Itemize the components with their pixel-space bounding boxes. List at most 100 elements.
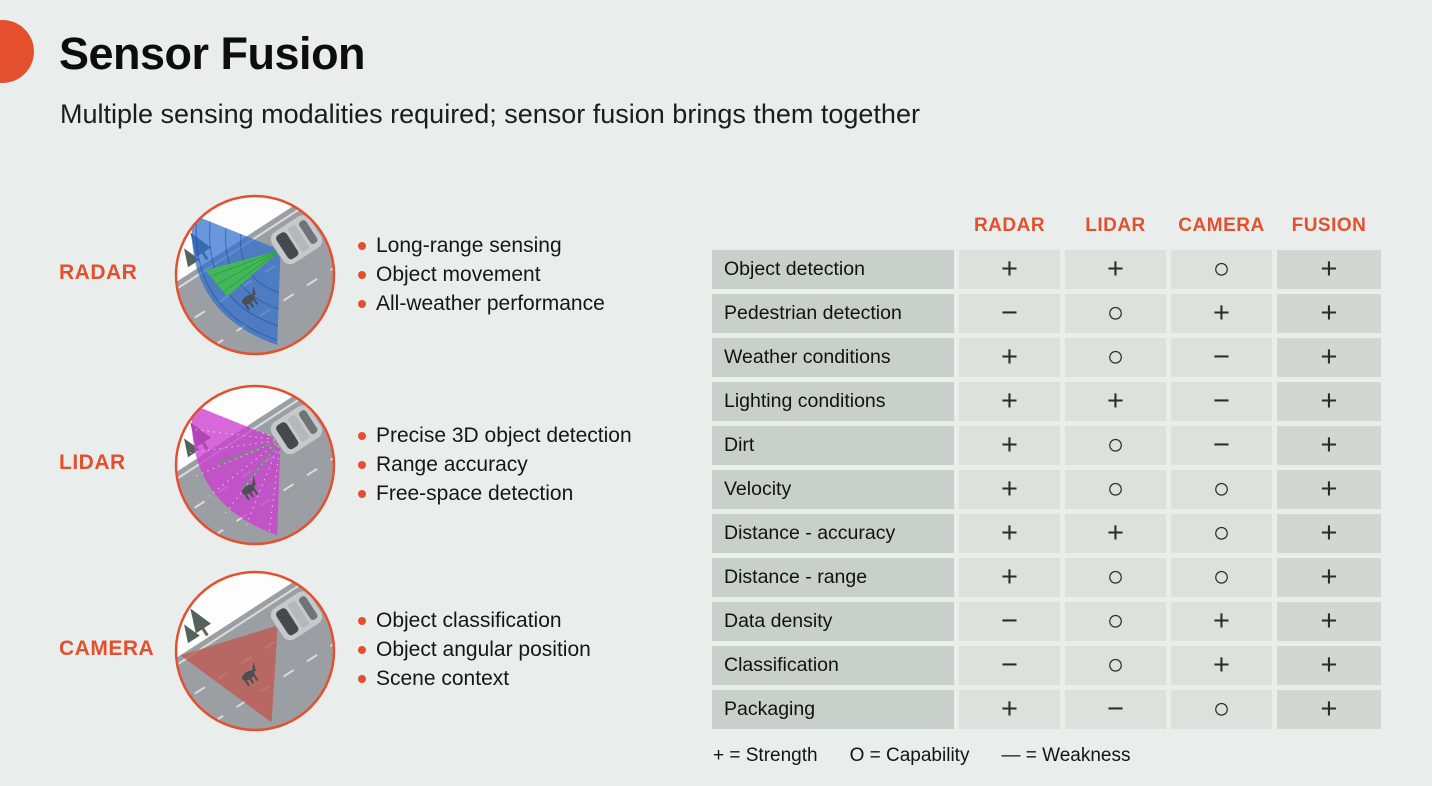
table-cell: +: [1277, 690, 1381, 729]
row-label: Weather conditions: [712, 338, 954, 377]
camera-bullet-list: Object classification Object angular pos…: [358, 606, 591, 693]
column-header-radar: RADAR: [973, 215, 1046, 236]
comparison-table: RADAR LIDAR CAMERA FUSION Object detecti…: [712, 213, 1381, 729]
list-item: All-weather performance: [358, 289, 605, 318]
column-header-fusion: FUSION: [1291, 215, 1367, 236]
bullet-dot-icon: [358, 675, 366, 683]
deer-icon: [242, 661, 259, 687]
table-cell: +: [959, 558, 1060, 597]
table-cell: ○: [1065, 470, 1166, 509]
list-item: Long-range sensing: [358, 231, 605, 260]
bullet-dot-icon: [358, 617, 366, 625]
table-cell: −: [1171, 382, 1272, 421]
bullet-dot-icon: [358, 490, 366, 498]
table-cell: +: [959, 338, 1060, 377]
table-cell: ○: [1065, 294, 1166, 333]
table-cell: +: [959, 690, 1060, 729]
bullet-dot-icon: [358, 432, 366, 440]
legend-item-weakness: — = Weakness: [1001, 745, 1131, 766]
table-cell: −: [1171, 338, 1272, 377]
table-cell: +: [1277, 426, 1381, 465]
table-cell: ○: [1065, 338, 1166, 377]
radar-scene-illustration: [172, 192, 338, 358]
table-cell: −: [1065, 690, 1166, 729]
table-cell: −: [1171, 426, 1272, 465]
bullet-text: Free-space detection: [376, 482, 574, 505]
list-item: Object angular position: [358, 635, 591, 664]
radar-bullet-list: Long-range sensing Object movement All-w…: [358, 231, 605, 318]
list-item: Object classification: [358, 606, 591, 635]
page-title: Sensor Fusion: [59, 28, 366, 79]
bullet-text: Object classification: [376, 609, 562, 632]
sensor-label-radar: RADAR: [59, 261, 138, 284]
table-body: Object detection + + ○ + Pedestrian dete…: [712, 250, 1381, 729]
legend-item-strength: + = Strength: [713, 745, 818, 766]
lidar-beam: [191, 404, 281, 535]
row-label: Object detection: [712, 250, 954, 289]
bullet-text: Precise 3D object detection: [376, 424, 632, 447]
row-label: Distance - accuracy: [712, 514, 954, 553]
table-cell: +: [1277, 646, 1381, 685]
list-item: Scene context: [358, 664, 591, 693]
table-cell: +: [1277, 338, 1381, 377]
list-item: Precise 3D object detection: [358, 421, 632, 450]
lidar-green-rays: [217, 439, 281, 489]
table-cell: ○: [1065, 646, 1166, 685]
sensor-label-lidar: LIDAR: [59, 451, 126, 474]
row-label: Packaging: [712, 690, 954, 729]
car-icon: [269, 404, 324, 456]
radar-green-rays: [205, 249, 281, 297]
list-item: Object movement: [358, 260, 605, 289]
sensor-label-camera: CAMERA: [59, 637, 155, 660]
bullet-dot-icon: [358, 461, 366, 469]
row-label: Dirt: [712, 426, 954, 465]
table-cell: +: [1277, 382, 1381, 421]
table-cell: ○: [1065, 426, 1166, 465]
table-cell: ○: [1171, 690, 1272, 729]
table-cell: +: [1065, 250, 1166, 289]
page-subtitle: Multiple sensing modalities required; se…: [60, 99, 920, 129]
table-cell: +: [959, 382, 1060, 421]
bullet-text: Object angular position: [376, 638, 591, 661]
bullet-dot-icon: [358, 646, 366, 654]
row-label: Lighting conditions: [712, 382, 954, 421]
table-cell: −: [959, 602, 1060, 641]
bullet-dot-icon: [358, 242, 366, 250]
bullet-text: Object movement: [376, 263, 541, 286]
bullet-dot-icon: [358, 300, 366, 308]
list-item: Range accuracy: [358, 450, 632, 479]
table-cell: +: [1277, 602, 1381, 641]
car-icon: [269, 214, 324, 266]
table-cell: +: [959, 514, 1060, 553]
table-cell: ○: [1171, 558, 1272, 597]
deer-icon: [242, 475, 259, 501]
table-cell: +: [959, 426, 1060, 465]
table-cell: +: [1065, 382, 1166, 421]
accent-corner-dot: [0, 20, 34, 83]
camera-scene-illustration: [172, 568, 338, 734]
table-cell: +: [1277, 514, 1381, 553]
column-header-lidar: LIDAR: [1085, 215, 1146, 236]
table-cell: +: [1277, 470, 1381, 509]
row-label: Velocity: [712, 470, 954, 509]
car-icon: [269, 590, 324, 642]
table-cell: +: [1065, 514, 1166, 553]
row-label: Pedestrian detection: [712, 294, 954, 333]
deer-icon: [242, 285, 259, 311]
bullet-text: Range accuracy: [376, 453, 528, 476]
table-cell: +: [959, 250, 1060, 289]
table-cell: ○: [1171, 250, 1272, 289]
column-header-camera: CAMERA: [1178, 215, 1265, 236]
bullet-text: Scene context: [376, 667, 510, 690]
row-label: Classification: [712, 646, 954, 685]
table-cell: +: [959, 470, 1060, 509]
table-header-row: RADAR LIDAR CAMERA FUSION: [712, 213, 1381, 239]
table-cell: +: [1171, 294, 1272, 333]
table-cell: ○: [1065, 602, 1166, 641]
table-cell: −: [959, 646, 1060, 685]
bullet-text: Long-range sensing: [376, 234, 562, 257]
list-item: Free-space detection: [358, 479, 632, 508]
camera-beam: [180, 625, 278, 723]
table-cell: +: [1171, 602, 1272, 641]
table-cell: −: [959, 294, 1060, 333]
